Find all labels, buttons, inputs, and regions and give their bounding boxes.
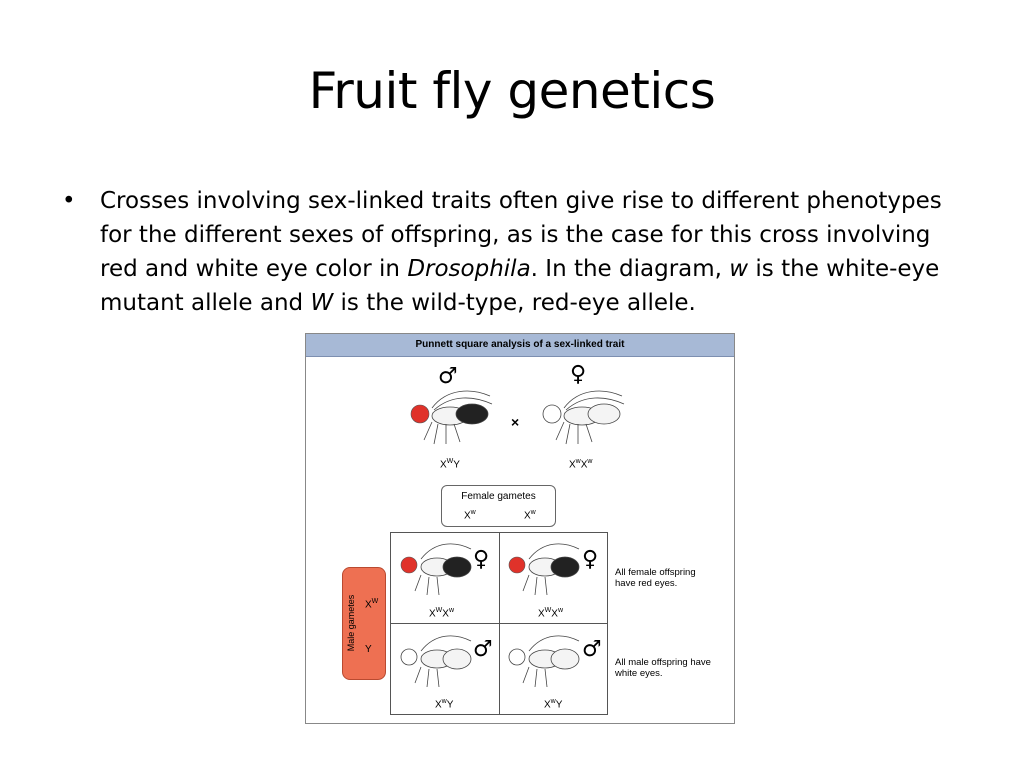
offspring-male-fly-icon [508, 635, 580, 688]
offspring-2-sex-icon: ♀ [582, 547, 599, 572]
female-gamete-1: Xw [464, 509, 476, 522]
offspring-3-sex-icon: ♂ [473, 637, 493, 662]
parent-female-fly-icon [542, 390, 625, 445]
female-gamete-2: Xw [524, 509, 536, 522]
note-female-offspring: All female offspring have red eyes. [615, 567, 696, 589]
allele-w: w [729, 256, 749, 282]
offspring-female-fly-icon [508, 543, 580, 596]
offspring-3-genotype: XwY [435, 698, 454, 711]
offspring-4-sex-icon: ♂ [582, 637, 602, 662]
bullet-point-icon: • [62, 188, 76, 214]
slide-title: Fruit fly genetics [308, 62, 716, 120]
female-gametes-box: Female gametes Xw Xw [441, 485, 556, 527]
offspring-4-genotype: XwY [544, 698, 563, 711]
bullet-paragraph: • Crosses involving sex-linked traits of… [62, 184, 962, 320]
male-symbol-icon: ♂ [438, 364, 458, 389]
offspring-1-genotype: XWXw [429, 607, 455, 620]
female-symbol-icon: ♀ [570, 362, 587, 387]
male-gamete-2: Y [365, 644, 372, 655]
parent-female-genotype: XwXw [569, 458, 593, 471]
drosophila-term: Drosophila [407, 256, 531, 282]
allele-W: W [310, 290, 334, 316]
punnett-figure: Punnett square analysis of a sex-linked … [305, 333, 735, 724]
offspring-male-fly-icon [400, 635, 472, 688]
cross-symbol-icon: × [511, 414, 520, 430]
bullet-text: Crosses involving sex-linked traits ofte… [100, 188, 942, 316]
offspring-1-sex-icon: ♀ [473, 547, 490, 572]
figure-header: Punnett square analysis of a sex-linked … [306, 334, 734, 357]
parent-male-genotype: XWY [440, 458, 460, 471]
female-gametes-label: Female gametes [461, 491, 536, 502]
male-gametes-box: Male gametes XW Y [342, 567, 386, 680]
parent-male-fly-icon [410, 390, 493, 445]
punnett-grid: ♀ XWXw ♀ XWXw ♂ XwY [390, 532, 608, 715]
male-gametes-label: Male gametes [346, 594, 356, 652]
offspring-2-genotype: XWXw [538, 607, 564, 620]
male-gamete-1: XW [365, 598, 379, 611]
note-male-offspring: All male offspring have white eyes. [615, 657, 711, 679]
offspring-female-fly-icon [400, 543, 472, 596]
